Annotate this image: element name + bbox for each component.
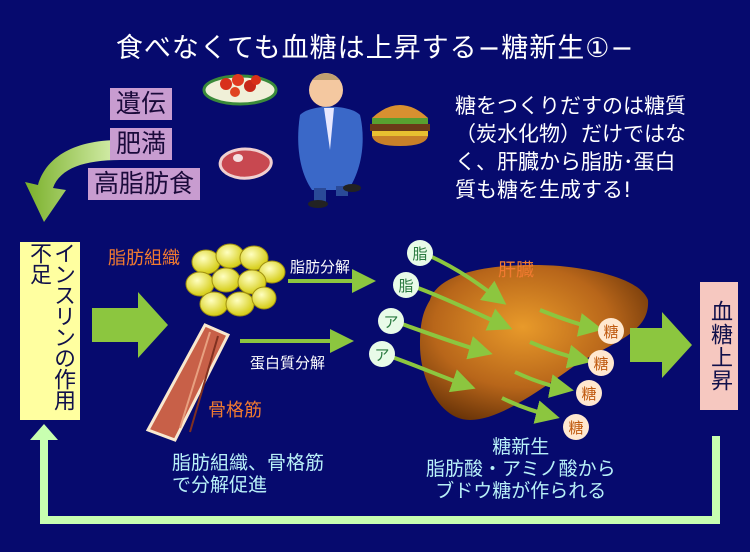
blood-sugar-rise-box: 血糖上昇 — [700, 282, 738, 410]
glucose-circle: 糖 — [588, 350, 614, 376]
slide-title: 食べなくても血糖は上昇する−糖新生①− — [115, 33, 635, 64]
liver-output-arrows — [501, 308, 603, 424]
fatty-acid-circle: 脂 — [407, 240, 433, 266]
amino-acid-circle: ア — [369, 341, 395, 367]
meat-icon — [218, 147, 273, 180]
liver-input-arrows — [391, 254, 513, 393]
glucose-circle: 糖 — [563, 414, 589, 440]
breakdown-note: 脂肪組織、骨格筋 で分解促進 — [172, 452, 325, 496]
risk-heredity: 遺伝 — [110, 88, 173, 120]
feedback-loop-arrow — [40, 436, 720, 524]
muscle-icon — [145, 323, 231, 442]
blood-sugar-arrow — [630, 312, 692, 378]
glucose-circle: 糖 — [576, 380, 602, 406]
insulin-arrow — [92, 292, 168, 358]
fatty-acid-circle: 脂 — [393, 272, 419, 298]
insulin-deficiency-box: インスリンの作用不足 — [20, 242, 80, 420]
hamburger-icon — [370, 105, 430, 146]
fat-cells-icon — [185, 243, 286, 317]
gluconeogenesis-note: 糖新生 脂肪酸・アミノ酸から ブドウ糖が作られる — [426, 436, 616, 502]
muscle-label: 骨格筋 — [208, 400, 262, 421]
adipose-label: 脂肪組織 — [108, 248, 180, 269]
obese-man-icon — [298, 73, 363, 208]
explanation-note: 糖をつくりだすのは糖質 （炭水化物）だけではな く、肝臓から脂肪･蛋白 質も糖を… — [455, 94, 686, 202]
protein-breakdown-label: 蛋白質分解 — [250, 354, 326, 372]
fat-breakdown-label: 脂肪分解 — [290, 258, 351, 276]
risk-curve-arrow — [25, 140, 120, 222]
glucose-circle: 糖 — [598, 318, 624, 344]
risk-high-fat-diet: 高脂肪食 — [88, 168, 201, 200]
food-plate-icon — [202, 74, 278, 106]
risk-obesity: 肥満 — [110, 128, 173, 160]
liver-label: 肝臓 — [498, 260, 534, 281]
amino-acid-circle: ア — [378, 308, 404, 334]
